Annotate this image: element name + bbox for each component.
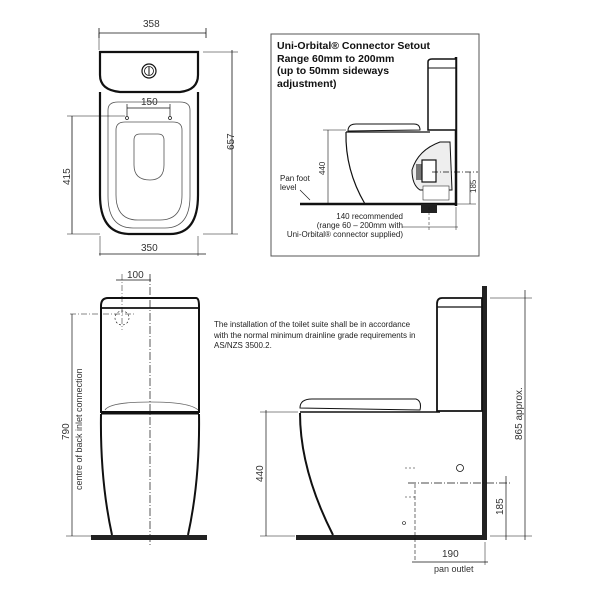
side-dim-190: 190 [442,549,459,560]
front-view [66,274,207,545]
title-line: Range 60mm to 200mm [277,52,395,65]
title-line: adjustment) [277,77,337,90]
dim-358: 358 [143,19,160,30]
recommend-line: (range 60 – 200mm with [316,221,403,230]
side-view [260,286,532,565]
pan-foot-line: Pan foot [280,174,310,183]
title-line: (up to 50mm sideways [277,65,390,77]
dim-150: 150 [141,97,158,108]
recommend-line: 140 recommended [336,212,403,221]
recommended-range-label: 140 recommended (range 60 – 200mm with U… [283,212,403,239]
pan-foot-line: level [280,183,297,192]
installation-note: The installation of the toilet suite sha… [214,320,416,350]
recommend-line: Uni-Orbital® connector supplied) [286,230,403,239]
dim-415: 415 [62,168,73,185]
side-dim-865: 865 approx. [514,387,525,440]
connector-setout-box [270,33,480,257]
pan-outlet-label: pan outlet [434,564,474,574]
dim-350: 350 [141,243,158,254]
dim-100: 100 [127,270,144,281]
pan-foot-label: Pan foot level [280,174,310,192]
side-dim-185: 185 [495,498,506,515]
connector-dim-440: 440 [318,161,327,175]
connector-dim-185: 185 [469,179,478,193]
inlet-centre-label: centre of back inlet connection [74,368,84,490]
dim-790: 790 [61,423,72,440]
top-view [67,28,238,256]
connector-setout-title: Uni-Orbital® Connector Setout Range 60mm… [277,40,457,90]
title-line: Uni-Orbital® Connector Setout [277,40,430,52]
side-dim-440: 440 [255,465,266,482]
dim-657: 657 [226,133,237,150]
